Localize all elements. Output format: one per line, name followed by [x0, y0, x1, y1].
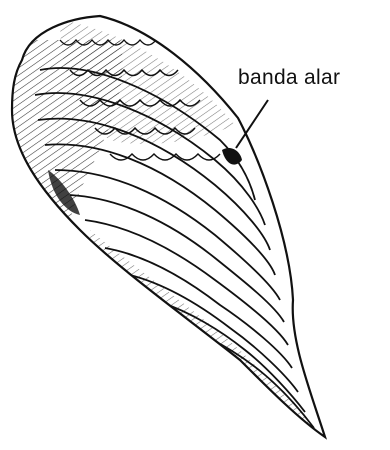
banda-alar-label: banda alar: [238, 66, 340, 90]
